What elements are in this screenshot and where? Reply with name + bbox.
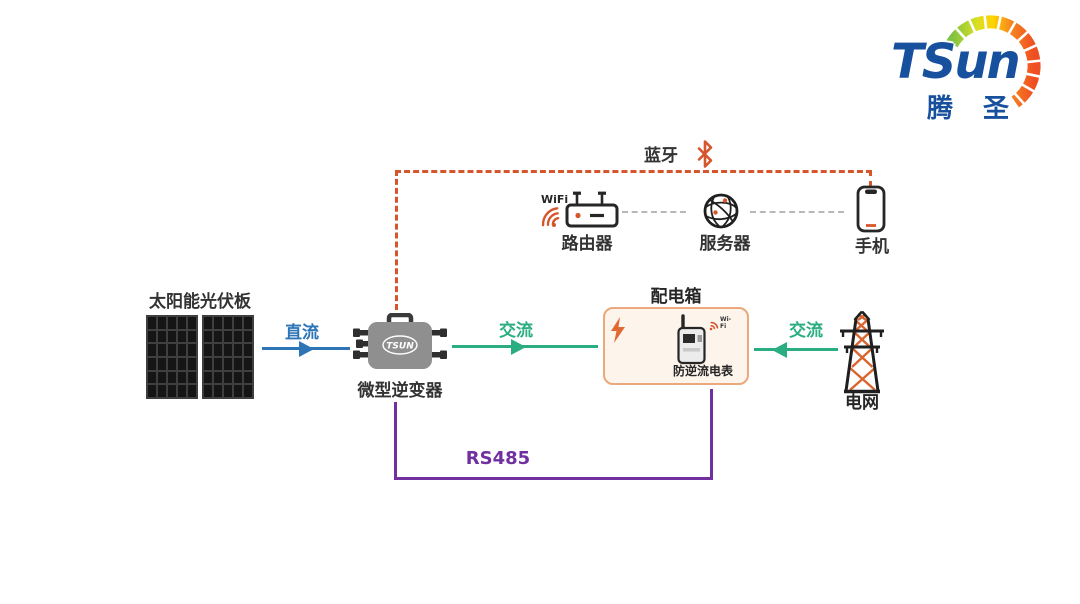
rs485-label: RS485 bbox=[465, 448, 531, 469]
meter-wifi-icon bbox=[709, 321, 719, 331]
meter-wifi-group: Wi-Fi bbox=[707, 316, 733, 335]
dc-flow-label: 直流 bbox=[285, 323, 319, 343]
distribution-box-label: 配电箱 bbox=[650, 287, 702, 307]
ac-flow-label-grid: 交流 bbox=[789, 321, 823, 341]
distribution-box bbox=[603, 307, 749, 385]
solar-panels-label: 太阳能光伏板 bbox=[149, 292, 251, 312]
router-server-dashed-link bbox=[622, 211, 686, 213]
bluetooth-dotted-line-vertical-inverter bbox=[395, 170, 398, 310]
rs485-line-vertical-inverter bbox=[394, 402, 397, 479]
solar-panels-icon bbox=[146, 315, 254, 399]
dc-flow-arrowhead bbox=[299, 340, 314, 357]
ac-flow-line-grid bbox=[754, 348, 838, 351]
router-wifi-waves-icon bbox=[541, 207, 560, 227]
logo-brand-text: TSun bbox=[891, 34, 1021, 90]
meter-label: 防逆流电表 bbox=[672, 364, 733, 378]
logo-gauge-arc-icon bbox=[946, 14, 1042, 108]
rs485-line-horizontal bbox=[394, 477, 713, 480]
phone-label: 手机 bbox=[855, 237, 889, 257]
tsun-logo: TSun 腾圣 bbox=[885, 8, 1065, 124]
inverter-brand-text: TSUN bbox=[386, 342, 414, 352]
router-icon bbox=[565, 191, 619, 228]
bluetooth-dotted-line-vertical-phone bbox=[869, 170, 872, 187]
server-phone-dashed-link bbox=[750, 211, 844, 213]
meter-wifi-label: Wi-Fi bbox=[720, 316, 732, 330]
logo-brand-cn-text: 腾圣 bbox=[927, 94, 1040, 124]
rs485-line-vertical-box bbox=[710, 389, 713, 478]
ac-flow-arrowhead-grid bbox=[772, 341, 787, 358]
bluetooth-dotted-line-horizontal bbox=[395, 170, 872, 173]
meter-icon bbox=[677, 314, 706, 365]
router-wifi-label: WiFi bbox=[541, 193, 569, 206]
phone-icon bbox=[856, 185, 886, 233]
micro-inverter-label: 微型逆变器 bbox=[357, 381, 443, 401]
router-device: WiFi bbox=[540, 188, 620, 233]
server-label: 服务器 bbox=[699, 234, 751, 254]
solar-panel-left bbox=[146, 315, 198, 399]
power-grid-icon bbox=[840, 311, 884, 394]
lightning-bolt-icon bbox=[611, 317, 625, 343]
bluetooth-icon bbox=[697, 140, 713, 168]
bluetooth-label: 蓝牙 bbox=[644, 146, 678, 166]
micro-inverter-icon: TSUN bbox=[353, 313, 447, 369]
solar-panel-right bbox=[202, 315, 254, 399]
server-icon bbox=[703, 193, 739, 229]
router-label: 路由器 bbox=[561, 234, 613, 254]
ac-flow-arrowhead-inverter bbox=[511, 338, 526, 355]
grid-label: 电网 bbox=[845, 393, 879, 413]
ac-flow-label-inverter: 交流 bbox=[499, 321, 533, 341]
